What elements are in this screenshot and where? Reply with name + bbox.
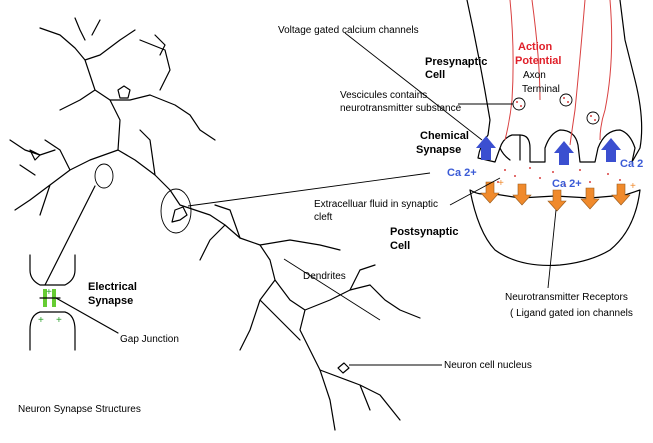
label-postsynaptic-cell-2: Cell — [390, 240, 410, 252]
calcium-arrows — [476, 136, 621, 165]
label-presynaptic-cell-1: Presynaptic — [425, 56, 487, 68]
label-postsynaptic-cell-1: Postsynaptic — [390, 226, 458, 238]
vesicle-icon — [559, 93, 573, 107]
vesicle-icon — [586, 111, 600, 125]
action-potential-line — [569, 0, 586, 146]
diagram-title: Neuron Synapse Structures — [18, 404, 141, 415]
label-electrical-synapse-1: Electrical — [88, 281, 137, 293]
label-vesicles-1: Vescicules contains — [340, 90, 427, 101]
label-dendrites: Dendrites — [303, 271, 346, 282]
vesicle-icon — [512, 97, 526, 111]
label-gap-junction: Gap Junction — [120, 334, 179, 345]
label-vesicles-2: neurotransmitter substance — [340, 103, 462, 114]
label-action-potential-2: Potential — [515, 55, 561, 67]
label-chemical-synapse-1: Chemical — [420, 130, 469, 142]
presynaptic-terminal — [466, 0, 643, 163]
calcium-arrow-icon — [476, 136, 496, 160]
synapse-highlight-small — [94, 163, 114, 189]
plus-sign: + — [498, 178, 504, 189]
label-chemical-synapse-2: Synapse — [416, 144, 461, 156]
receptor-arrow-icon — [547, 189, 567, 212]
leader-lines — [187, 32, 557, 366]
label-action-potential-1: Action — [518, 41, 553, 53]
label-calcium-right: Ca 2 — [620, 158, 643, 170]
receptor-arrow-icon — [512, 183, 532, 206]
label-extracellular-1: Extracelluar fluid in synaptic — [314, 199, 438, 210]
label-nucleus: Neuron cell nucleus — [444, 360, 532, 371]
neuron-dendrite-tree — [9, 17, 421, 431]
neurotransmitter-dots — [497, 167, 621, 189]
receptor-arrow-icon — [580, 187, 600, 210]
receptor-arrow-icon — [480, 181, 500, 204]
plus-sign: + — [630, 181, 636, 192]
receptor-arrows — [480, 181, 631, 212]
synapse-highlight-chemical — [160, 188, 192, 234]
calcium-arrow-icon — [554, 141, 574, 165]
label-extracellular-2: cleft — [314, 212, 333, 223]
vesicle-group — [512, 93, 600, 125]
action-potential-line — [504, 0, 514, 141]
electrical-synapse — [29, 185, 119, 351]
plus-sign: + — [56, 315, 62, 326]
action-potential-line — [599, 0, 613, 141]
label-voltage-gated-channels: Voltage gated calcium channels — [278, 25, 419, 36]
label-receptors-1: Neurotransmitter Receptors — [505, 292, 628, 303]
label-receptors-2: ( Ligand gated ion channels — [510, 308, 633, 319]
label-electrical-synapse-2: Synapse — [88, 295, 133, 307]
label-axon-terminal-1: Axon — [523, 70, 546, 81]
label-presynaptic-cell-2: Cell — [425, 69, 445, 81]
label-axon-terminal-2: Terminal — [522, 84, 560, 95]
action-potential-line — [531, 0, 541, 101]
label-calcium-left: Ca 2+ — [447, 167, 477, 179]
receptor-arrow-icon — [611, 183, 631, 206]
calcium-arrow-icon — [601, 138, 621, 162]
label-calcium-mid: Ca 2+ — [552, 178, 582, 190]
plus-sign: + — [38, 315, 44, 326]
plus-sign: + — [46, 287, 52, 298]
